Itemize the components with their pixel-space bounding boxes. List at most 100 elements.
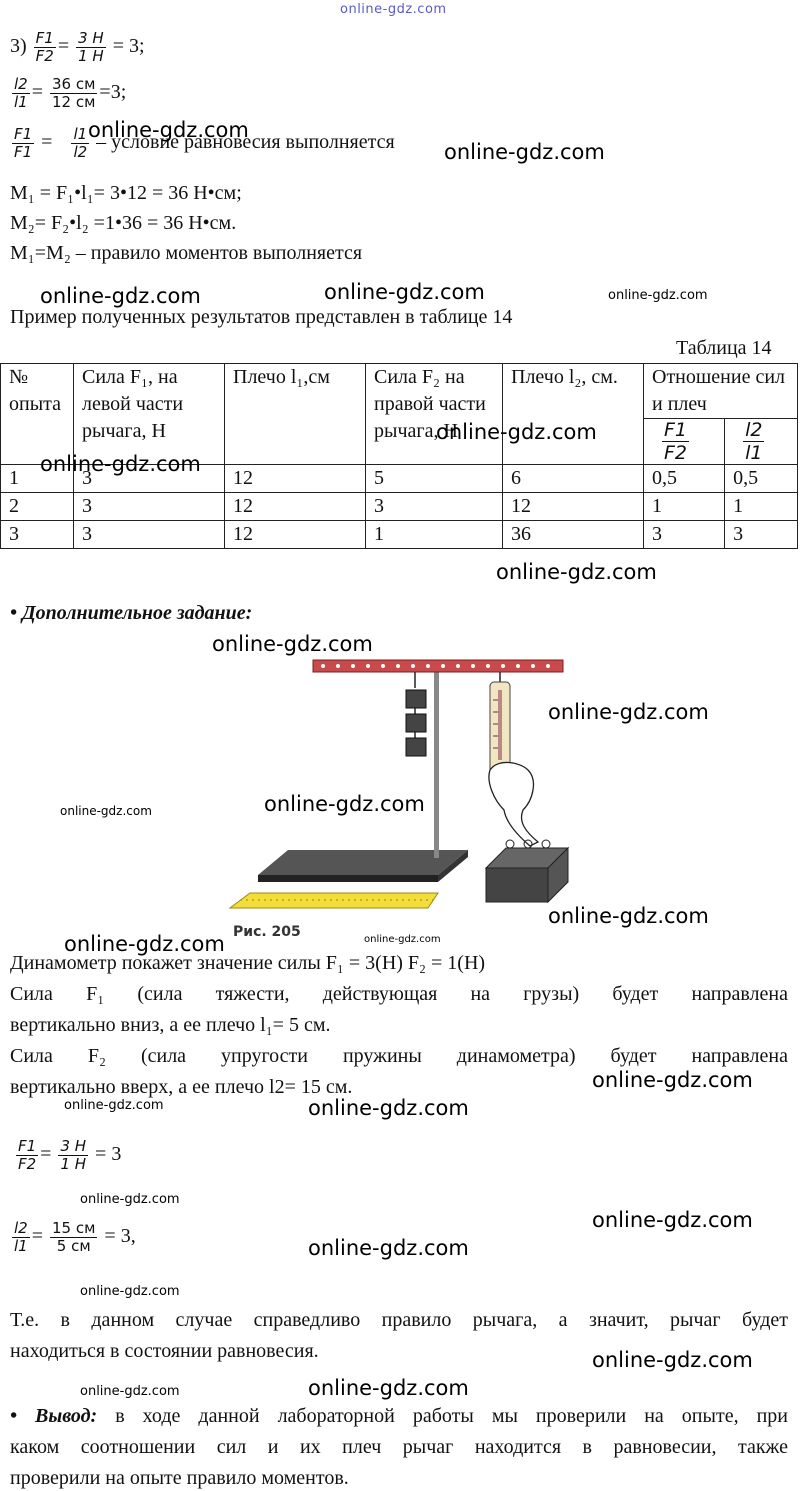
cell: 1 — [0, 464, 74, 493]
watermark: online-gdz.com — [548, 904, 709, 928]
watermark: online-gdz.com — [444, 140, 605, 164]
watermark: online-gdz.com — [80, 1192, 180, 1207]
watermark: online-gdz.com — [308, 1096, 469, 1120]
results-table: № опыта Сила F₁, на левой части рычага, … — [0, 363, 798, 549]
cell: 12 — [224, 520, 366, 549]
dynamometer — [489, 672, 511, 775]
watermark: online-gdz.com — [592, 1208, 753, 1232]
header-f2: Сила F₂ на правой части рычага, Н — [365, 363, 503, 465]
cell: 36 — [502, 520, 644, 549]
watermark: online-gdz.com — [64, 1098, 164, 1113]
header-no: № опыта — [0, 363, 74, 465]
conclusion-line2: находиться в состоянии равновесия. — [10, 1340, 319, 1362]
cell: 1 — [365, 520, 503, 549]
watermark: online-gdz.com — [264, 792, 425, 816]
watermark: online-gdz.com — [308, 1376, 469, 1400]
cell: 3 — [724, 520, 798, 549]
cell: 12 — [224, 492, 366, 521]
result-l-2: = 3, — [104, 1225, 136, 1248]
header-ratio: Отношение сил и плеч — [643, 363, 798, 419]
header-f1: Сила F₁, на левой части рычага, Н — [73, 363, 225, 465]
cell: 0,5 — [642, 464, 726, 493]
watermark: online-gdz.com — [436, 420, 597, 444]
f2-line2: вертикально вверх, а ее плечо l2= 15 см. — [10, 1076, 353, 1098]
moment-rule: M₁=M₂ – правило моментов выполняется — [10, 242, 363, 264]
base-plate — [258, 850, 468, 875]
table-row: 1 3 12 5 6 0,5 0,5 — [0, 464, 798, 493]
example-text: Пример полученных результатов представле… — [10, 306, 513, 328]
cell: 3 — [73, 464, 225, 493]
cell: 3 — [73, 520, 225, 549]
watermark: online-gdz.com — [608, 288, 708, 303]
header-l1: Плечо l₁,см — [224, 363, 366, 465]
stand-rod — [434, 668, 439, 858]
result-f: = 3; — [112, 35, 145, 58]
cell: 1 — [642, 492, 726, 521]
cell: 3 — [365, 492, 503, 521]
watermark: online-gdz.com — [40, 284, 201, 308]
f1-line1: Сила F₁ (сила тяжести, действующая на гр… — [10, 983, 788, 1005]
cell: 2 — [0, 492, 74, 521]
watermark: online-gdz.com — [496, 560, 657, 584]
lever-bar — [312, 659, 564, 673]
vyvod-line3: проверили на опыте правило моментов. — [10, 1467, 349, 1489]
vyvod-line1: • Вывод: в ходе данной лабораторной рабо… — [10, 1403, 788, 1429]
cell: 12 — [224, 464, 366, 493]
cell: 12 — [502, 492, 644, 521]
watermark: online-gdz.com — [308, 1236, 469, 1260]
result-l: =3; — [99, 81, 127, 104]
watermark: online-gdz.com — [88, 118, 249, 142]
dynamometer-text: Динамометр покажет значение силы F₁ = 3(… — [10, 952, 486, 974]
watermark: online-gdz.com — [60, 804, 152, 818]
lever-holes — [321, 664, 550, 668]
ruler — [228, 892, 439, 909]
watermark: online-gdz.com — [40, 452, 201, 476]
watermark: online-gdz.com — [364, 934, 441, 945]
watermark: online-gdz.com — [592, 1068, 753, 1092]
condition-text: – условие равновесия выполняется — [96, 131, 395, 154]
vyvod-line2: каком соотношении сил и их плеч рычаг на… — [10, 1436, 788, 1458]
weight-box — [484, 839, 570, 904]
watermark: online-gdz.com — [592, 1348, 753, 1372]
f2-line1: Сила F₂ (сила упругости пружины динамоме… — [10, 1045, 788, 1067]
cell: 0,5 — [724, 464, 798, 493]
item-prefix: 3) — [10, 35, 27, 58]
cell: 6 — [502, 464, 644, 493]
watermark: online-gdz.com — [212, 632, 373, 656]
table-row: 2 3 12 3 12 1 1 — [0, 492, 798, 521]
figure-caption: Рис. 205 — [233, 924, 301, 940]
watermark: online-gdz.com — [324, 280, 485, 304]
lever-illustration: Рис. 205 — [228, 659, 570, 940]
vyvod-label: • Вывод: — [10, 1405, 98, 1427]
hand-icon — [488, 761, 540, 847]
cell: 3 — [73, 492, 225, 521]
moment-m2: M₂= F₂•l₂ =1•36 = 36 Н•см. — [10, 212, 237, 234]
result-f-2: = 3 — [95, 1143, 122, 1166]
watermark: online-gdz.com — [80, 1384, 180, 1399]
vyvod-text: в ходе данной лабораторной работы мы про… — [97, 1405, 788, 1427]
watermark: online-gdz.com — [80, 1284, 180, 1299]
cell: 1 — [724, 492, 798, 521]
table-header-row: № опыта Сила F₁, на левой части рычага, … — [0, 363, 798, 465]
table-row: 3 3 12 1 36 3 3 — [0, 520, 798, 549]
watermark-top: online-gdz.com — [340, 2, 447, 17]
conclusion-line1: Т.е. в данном случае справедливо правило… — [10, 1309, 788, 1331]
moment-m1: M₁ = F₁•l₁= 3•12 = 36 Н•см; — [10, 182, 242, 204]
